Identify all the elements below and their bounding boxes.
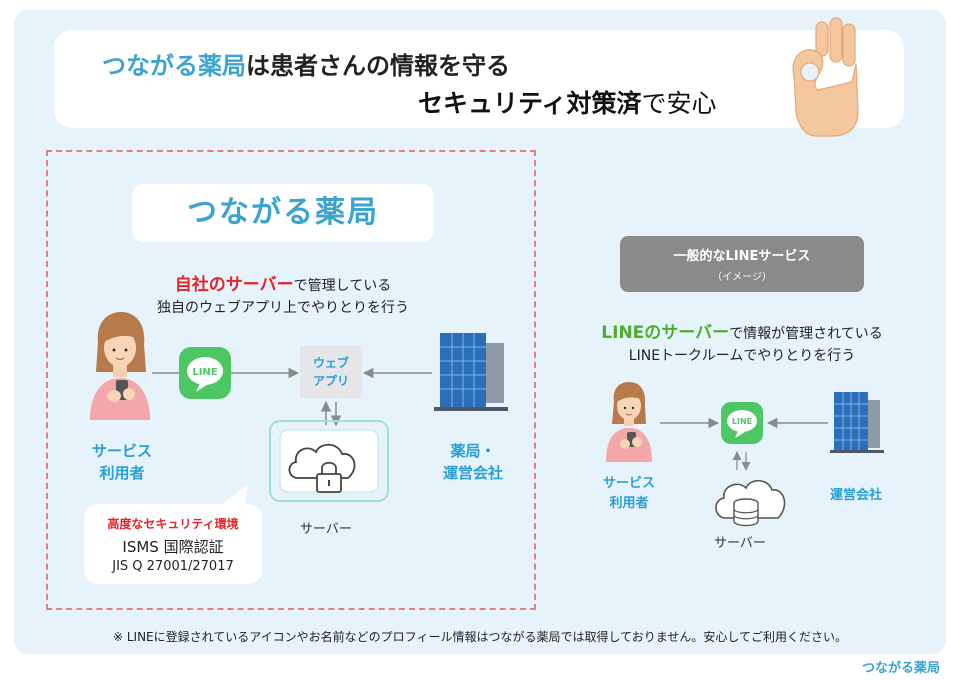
header-box — [54, 30, 904, 128]
header-line-1-rest: は患者さんの情報を守る — [246, 52, 510, 80]
header-line-2-bold: セキュリティ対策済 — [418, 89, 642, 118]
right-user-label: サービス 利用者 — [596, 474, 662, 514]
right-user-woman-icon — [606, 382, 652, 462]
left-user-label-1: サービス — [91, 442, 152, 460]
right-user-label-1: サービス — [602, 476, 655, 491]
right-server-db-icon — [715, 479, 786, 527]
right-user-label-2: 利用者 — [609, 496, 649, 511]
pharmacy-label-1: 薬局・ — [450, 442, 496, 460]
header-brand: つながる薬局 — [102, 52, 246, 80]
right-line-app-icon: LINE — [721, 402, 763, 444]
left-user-label-2: 利用者 — [99, 464, 145, 482]
security-line-2: JIS Q 27001/27017 — [112, 559, 234, 574]
webapp-box: ウェブ アプリ — [300, 346, 362, 398]
general-line-box: 一般的なLINEサービス （イメージ） — [620, 236, 864, 292]
header-line-2-rest: で安心 — [641, 89, 717, 118]
general-line-subtitle: （イメージ） — [712, 272, 772, 283]
left-server-label: サーバー — [300, 522, 352, 537]
line-server-desc-line2: LINEトークルームでやりとりを行う — [628, 348, 856, 364]
pharmacy-label-2: 運営会社 — [442, 464, 503, 482]
ok-hand-icon — [792, 17, 859, 137]
line-server-highlight: LINEのサーバー — [601, 323, 730, 343]
line-app-icon: LINE — [179, 347, 231, 399]
footer-brand-logo: つながる薬局 — [861, 661, 940, 676]
brand-title-box: つながる薬局 — [132, 184, 434, 242]
pharmacy-building-icon — [434, 333, 508, 411]
pharmacy-label: 薬局・ 運営会社 — [432, 440, 514, 484]
svg-text:LINE: LINE — [732, 417, 752, 426]
own-server-desc-rest: で管理している — [293, 278, 392, 294]
user-woman-icon — [90, 312, 150, 420]
security-line-1: ISMS 国際認証 — [122, 538, 224, 556]
line-server-description: LINEのサーバーで情報が管理されている LINEトークルームでやりとりを行う — [570, 318, 914, 365]
own-server-desc-line2: 独自のウェブアプリ上でやりとりを行う — [157, 300, 409, 316]
security-title: 高度なセキュリティ環境 — [107, 517, 239, 531]
right-company-building-icon — [830, 392, 884, 453]
right-server-label: サーバー — [714, 536, 766, 551]
own-server-description: 自社のサーバーで管理している 独自のウェブアプリ上でやりとりを行う — [150, 270, 416, 317]
general-line-title: 一般的なLINEサービス — [673, 249, 811, 264]
security-callout: 高度なセキュリティ環境 ISMS 国際認証 JIS Q 27001/27017 — [84, 504, 262, 584]
header-line-1: つながる薬局は患者さんの情報を守る — [102, 46, 510, 81]
right-company-label: 運営会社 — [829, 488, 882, 503]
line-server-desc-rest: で情報が管理されている — [729, 326, 883, 342]
own-server-highlight: 自社のサーバー — [174, 275, 294, 295]
footnote: ※ LINEに登録されているアイコンやお名前などのプロフィール情報はつながる薬局… — [112, 630, 848, 644]
own-server-section — [46, 150, 536, 610]
webapp-line-2: アプリ — [312, 374, 349, 388]
svg-text:LINE: LINE — [192, 367, 217, 378]
header-line-2: セキュリティ対策済で安心 — [418, 84, 717, 120]
webapp-line-1: ウェブ — [312, 356, 349, 370]
server-lock-icon — [269, 420, 389, 502]
left-user-label: サービス 利用者 — [84, 440, 160, 484]
